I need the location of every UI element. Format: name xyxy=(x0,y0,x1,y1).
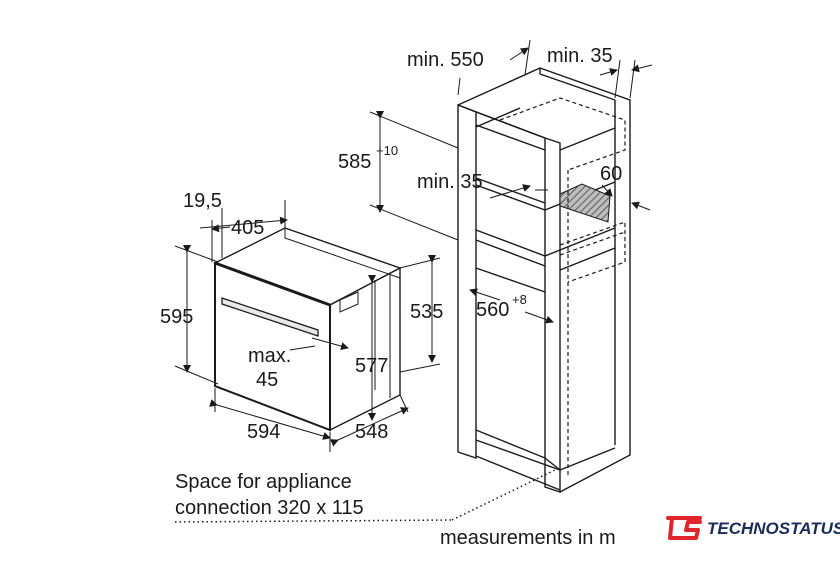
dim-594: 594 xyxy=(247,421,280,443)
cabinet-drawing xyxy=(457,67,631,493)
dim-min-35-top: min. 35 xyxy=(547,45,613,67)
connection-space-dotted xyxy=(174,469,556,523)
note-measurements: measurements in m xyxy=(440,527,616,549)
dim-min-35-mid: min. 35 xyxy=(417,171,483,193)
cabinet-dimension-lines xyxy=(369,39,653,324)
dim-535: 535 xyxy=(410,301,443,323)
oven-dimension-lines xyxy=(174,200,441,452)
dim-585: 585 xyxy=(338,151,371,173)
dim-548: 548 xyxy=(355,421,388,443)
dim-19-5: 19,5 xyxy=(183,190,222,212)
dim-560-tolerance: +8 xyxy=(512,292,527,307)
cabinet-hidden-lines xyxy=(499,97,626,476)
connection-niche-hatch xyxy=(559,183,611,223)
note-connection-line2: connection 320 x 115 xyxy=(175,497,364,519)
dim-max-label: max. xyxy=(248,345,291,367)
technostatus-logo: TECHNOSTATUS xyxy=(650,506,840,550)
brand-name: TECHNOSTATUS xyxy=(707,519,840,538)
note-connection-line1: Space for appliance xyxy=(175,471,352,493)
ts-logo-icon xyxy=(666,516,702,540)
dim-min-550: min. 550 xyxy=(407,49,484,71)
dim-577: 577 xyxy=(355,355,388,377)
dim-560: 560 xyxy=(476,299,509,321)
dim-405: 405 xyxy=(231,217,264,239)
dim-60: 60 xyxy=(600,163,622,185)
dim-585-tolerance: +10 xyxy=(376,143,398,158)
dim-595: 595 xyxy=(160,306,193,328)
dim-max-value: 45 xyxy=(256,369,278,391)
